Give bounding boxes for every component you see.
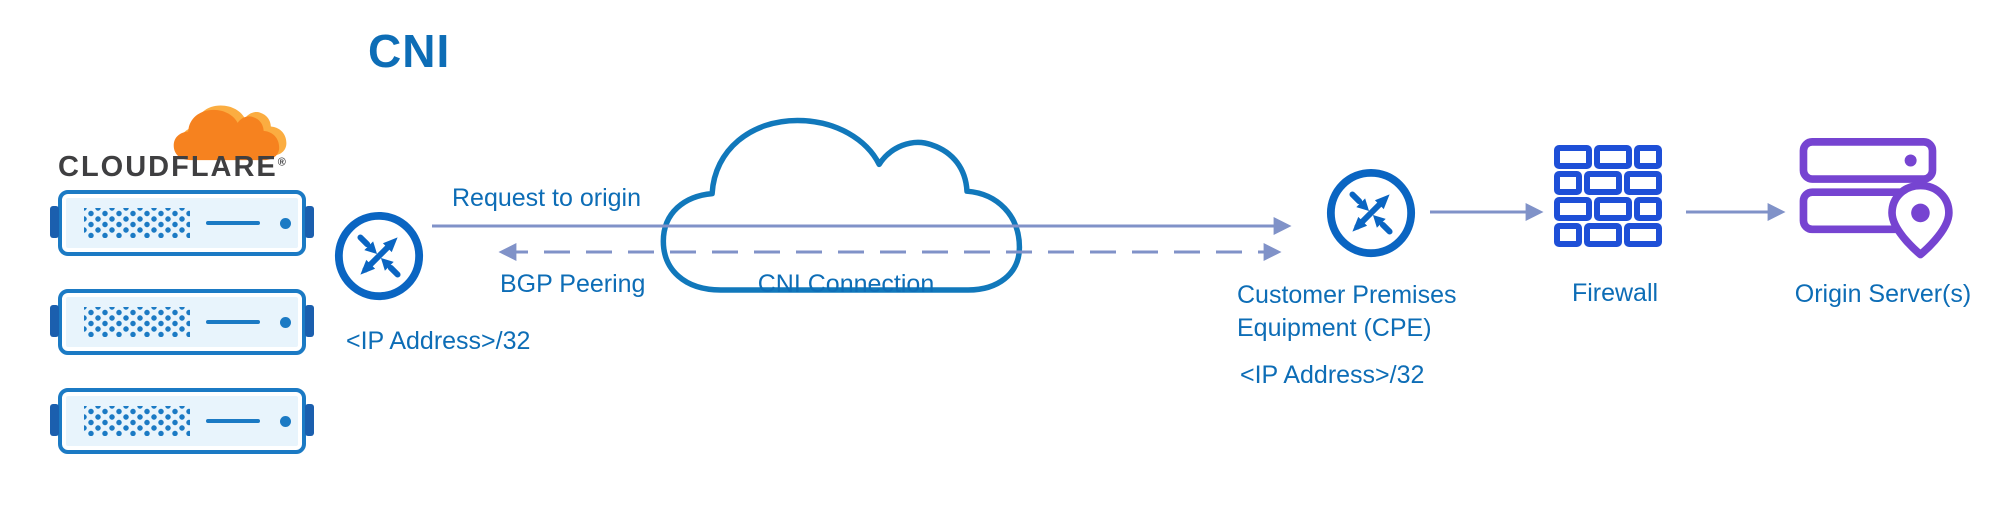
server-icon <box>50 388 314 454</box>
server-led <box>280 217 291 229</box>
cloudflare-wordmark: CLOUDFLARE® <box>58 151 288 184</box>
bgp-peering-label: BGP Peering <box>500 270 646 298</box>
cloudflare-router-icon <box>334 211 424 301</box>
server-vents <box>84 208 190 238</box>
server-icon <box>50 289 314 355</box>
server-vents <box>84 406 190 436</box>
firewall-icon <box>1554 145 1662 247</box>
server-slot <box>206 320 260 324</box>
server-slot <box>206 419 260 423</box>
cpe-label-line2: Equipment (CPE) <box>1237 314 1432 342</box>
cni-connection-label: CNI Connection <box>757 270 935 298</box>
cpe-label-line1: Customer Premises <box>1237 281 1457 309</box>
cpe-ip: <IP Address>/32 <box>1240 361 1425 389</box>
origin-server-label: Origin Server(s) <box>1794 280 1972 308</box>
server-slot <box>206 221 260 225</box>
cloudflare-logo-cloud-icon <box>173 105 287 161</box>
server-led <box>280 316 291 328</box>
cpe-router-icon <box>1326 168 1416 258</box>
server-led <box>280 415 291 427</box>
location-pin-icon <box>1888 181 1953 259</box>
server-icon <box>50 190 314 256</box>
registered-mark: ® <box>277 156 288 169</box>
request-to-origin-label: Request to origin <box>452 184 642 212</box>
server-vents <box>84 307 190 337</box>
cloudflare-router-ip: <IP Address>/32 <box>346 327 531 355</box>
brand-name: CLOUDFLARE <box>58 151 278 183</box>
diagram-title: CNI <box>368 25 451 77</box>
origin-server-icon <box>1799 138 1953 259</box>
firewall-label: Firewall <box>1571 279 1659 307</box>
